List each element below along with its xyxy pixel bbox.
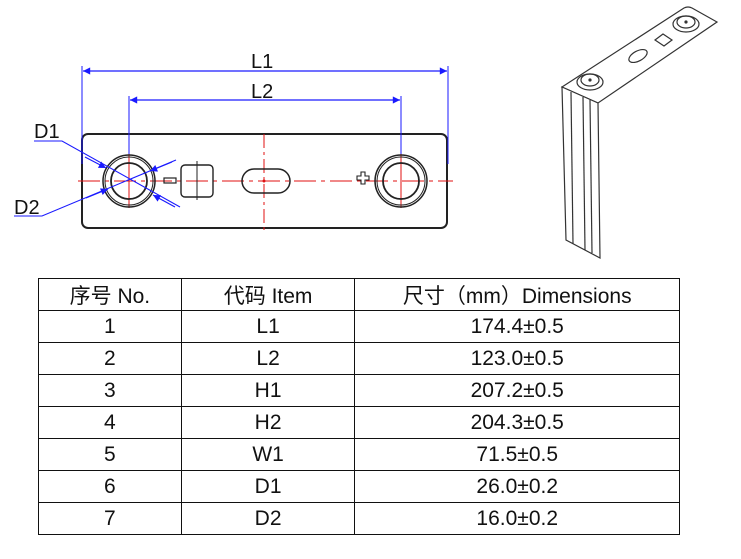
iso-negative-terminal xyxy=(576,73,604,91)
cell-no: 2 xyxy=(38,342,182,375)
cell-dim: 174.4±0.5 xyxy=(354,310,680,343)
technical-drawing: L1 L2 xyxy=(14,6,719,260)
d2-leader xyxy=(14,159,177,217)
cell-item: W1 xyxy=(180,438,356,471)
cell-no: 7 xyxy=(38,502,182,535)
header-dimensions: 尺寸（mm）Dimensions xyxy=(354,278,680,311)
header-no: 序号 No. xyxy=(38,278,182,311)
cell-dim: 16.0±0.2 xyxy=(354,502,680,535)
cell-no: 1 xyxy=(38,310,182,343)
cell-no: 4 xyxy=(38,406,182,439)
d1-arrow-a xyxy=(84,156,107,169)
table-header-row: 序号 No. 代码 Item 尺寸（mm）Dimensions xyxy=(38,278,680,311)
positive-terminal xyxy=(374,154,428,208)
d2-arrow-b xyxy=(149,161,173,172)
cell-item: H2 xyxy=(180,406,356,439)
cell-item: D2 xyxy=(180,502,356,535)
cell-no: 5 xyxy=(38,438,182,471)
iso-square-marker xyxy=(653,33,674,47)
cell-no: 3 xyxy=(38,374,182,407)
cell-no: 6 xyxy=(38,470,182,503)
cell-item: H1 xyxy=(180,374,356,407)
iso-positive-terminal xyxy=(672,15,700,33)
l1-label: L1 xyxy=(251,51,273,73)
header-item: 代码 Item xyxy=(180,278,356,311)
cell-dim: 26.0±0.2 xyxy=(354,470,680,503)
d2-label: D2 xyxy=(14,197,40,219)
plus-icon xyxy=(356,171,370,185)
l2-label: L2 xyxy=(251,81,273,103)
d1-leader xyxy=(34,140,181,208)
minus-icon xyxy=(163,177,177,184)
cell-item: D1 xyxy=(180,470,356,503)
cell-item: L2 xyxy=(180,342,356,375)
vent-slot xyxy=(241,168,291,194)
d1-arrow-b xyxy=(152,194,176,208)
iso-vent xyxy=(628,48,648,64)
negative-terminal xyxy=(102,154,156,208)
cell-dim: 123.0±0.5 xyxy=(354,342,680,375)
cell-dim: 71.5±0.5 xyxy=(354,438,680,471)
vent-center xyxy=(262,179,266,183)
d1-label: D1 xyxy=(34,121,60,143)
cell-dim: 204.3±0.5 xyxy=(354,406,680,439)
isometric-view xyxy=(560,6,719,260)
top-view: L1 L2 xyxy=(14,51,453,230)
d2-arrow-a xyxy=(85,188,109,199)
cell-dim: 207.2±0.5 xyxy=(354,374,680,407)
cell-item: L1 xyxy=(180,310,356,343)
